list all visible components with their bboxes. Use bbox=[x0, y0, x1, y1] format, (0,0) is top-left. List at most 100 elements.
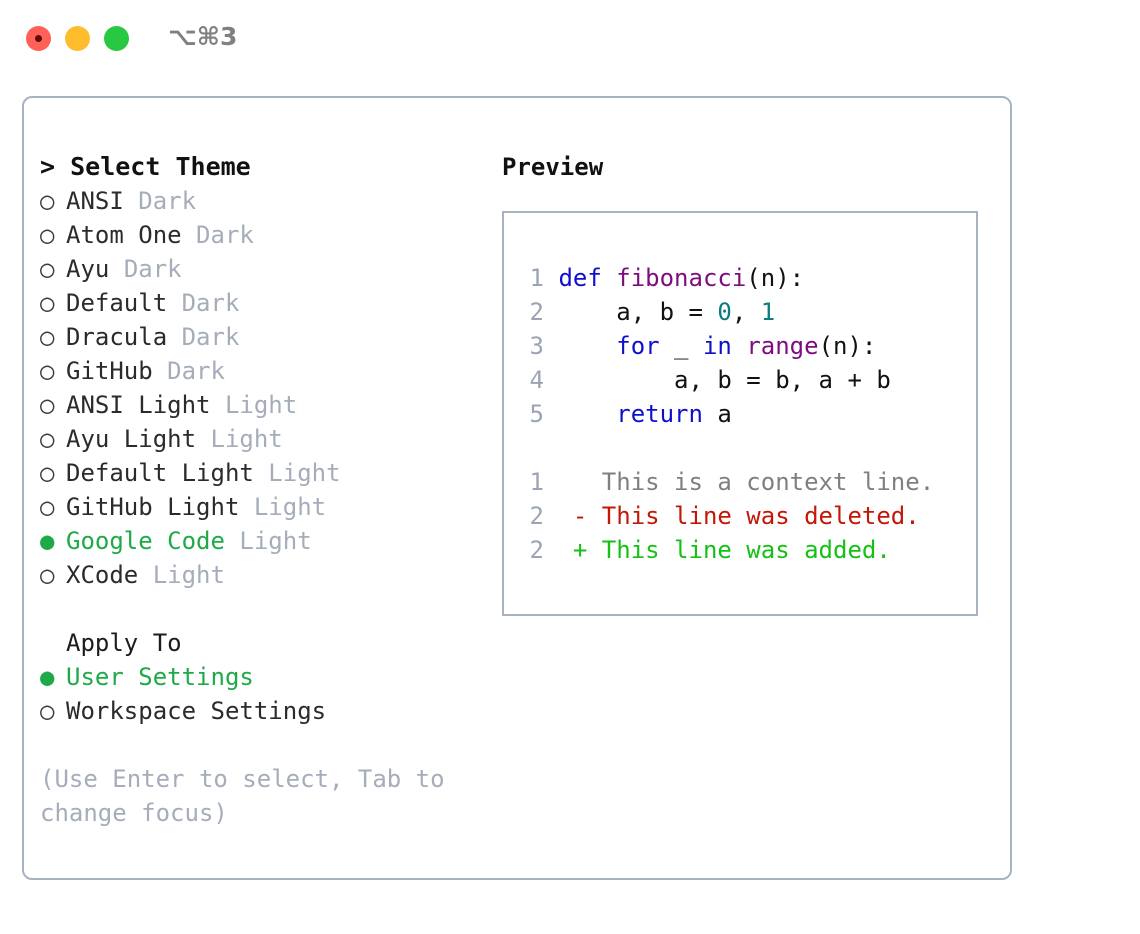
diff-line-ctx: 1 This is a context line. bbox=[504, 465, 976, 499]
code-token-fn: fibonacci bbox=[616, 264, 747, 292]
keyboard-hint-text: (Use Enter to select, Tab to change focu… bbox=[40, 765, 460, 827]
apply-to-option-user-settings[interactable]: ● User Settings bbox=[40, 660, 480, 694]
diff-text: This is a context line. bbox=[587, 468, 935, 496]
radio-unselected-icon[interactable]: ○ bbox=[40, 561, 55, 589]
theme-option-ayu[interactable]: ○Ayu Dark bbox=[40, 252, 480, 286]
theme-option-default[interactable]: ○ Default Dark bbox=[40, 286, 480, 320]
code-token-plain bbox=[558, 400, 616, 428]
theme-option-kind: Dark bbox=[167, 357, 225, 385]
theme-option-xcode[interactable]: ○XCode Light bbox=[40, 558, 480, 592]
theme-option-label: GitHub Light bbox=[66, 493, 240, 521]
theme-option-label: Dracula bbox=[66, 323, 168, 351]
theme-option-label: ANSI bbox=[66, 187, 124, 215]
diff-sign: + bbox=[572, 536, 588, 564]
code-token-fn: range bbox=[746, 332, 819, 360]
theme-option-label: Ayu bbox=[66, 255, 110, 283]
code-line-number: 4 bbox=[529, 366, 544, 394]
code-line-number: 1 bbox=[529, 264, 544, 292]
code-line: 2 a, b = 0, 1 bbox=[504, 295, 976, 329]
code-token-kw: return bbox=[616, 400, 703, 428]
code-line-number: 3 bbox=[529, 332, 544, 360]
theme-option-github-light[interactable]: ○ GitHub Light Light bbox=[40, 490, 480, 524]
window-controls bbox=[26, 26, 129, 51]
theme-option-label: Atom One bbox=[66, 221, 182, 249]
code-token-num: 1 bbox=[760, 298, 776, 326]
apply-to-heading: Apply To bbox=[66, 629, 182, 657]
code-token-kw: def bbox=[558, 264, 617, 292]
window-title-shortcut: ⌥⌘3 bbox=[168, 22, 238, 51]
radio-unselected-icon[interactable]: ○ bbox=[40, 357, 55, 385]
apply-to-option-workspace-settings[interactable]: ○ Workspace Settings bbox=[40, 694, 480, 728]
theme-option-github[interactable]: ○ GitHub Dark bbox=[40, 354, 480, 388]
code-token-plain: _ bbox=[659, 332, 703, 360]
code-token-plain: (n): bbox=[746, 264, 805, 292]
preview-heading: Preview bbox=[502, 153, 604, 181]
theme-option-kind: Dark bbox=[181, 323, 240, 351]
theme-picker-column: > Select Theme ○ANSI Dark○Atom One Dark○… bbox=[40, 150, 480, 830]
maximize-button[interactable] bbox=[104, 26, 129, 51]
minimize-button[interactable] bbox=[65, 26, 90, 51]
theme-option-kind: Light bbox=[152, 561, 225, 589]
diff-line-add: 2 + This line was added. bbox=[504, 533, 976, 567]
code-token-plain: a, b = bbox=[558, 298, 718, 326]
theme-option-label: GitHub bbox=[66, 357, 153, 385]
diff-line-del: 2 - This line was deleted. bbox=[504, 499, 976, 533]
code-token-plain: a bbox=[702, 400, 732, 428]
radio-unselected-icon[interactable]: ○ bbox=[40, 187, 55, 215]
theme-option-atom-one[interactable]: ○Atom One Dark bbox=[40, 218, 480, 252]
code-token-plain bbox=[558, 332, 616, 360]
radio-unselected-icon[interactable]: ○ bbox=[40, 391, 55, 419]
theme-option-kind: Light bbox=[210, 425, 283, 453]
theme-option-kind: Dark bbox=[138, 187, 197, 215]
diff-text: This line was added. bbox=[587, 536, 891, 564]
close-button[interactable] bbox=[26, 26, 51, 51]
code-line-number: 5 bbox=[529, 400, 544, 428]
theme-option-ansi-light[interactable]: ○ANSI Light Light bbox=[40, 388, 480, 422]
apply-to-section: Apply To ● User Settings ○ Workspace Settin… bbox=[40, 626, 480, 728]
theme-option-label: Google Code bbox=[66, 527, 225, 555]
code-diff-spacer bbox=[504, 431, 976, 465]
theme-option-kind: Light bbox=[253, 493, 327, 521]
radio-selected-icon[interactable]: ● bbox=[40, 663, 55, 691]
code-line: 5 return a bbox=[504, 397, 976, 431]
radio-unselected-icon[interactable]: ○ bbox=[40, 221, 55, 249]
theme-option-ayu-light[interactable]: ○ Ayu Light Light bbox=[40, 422, 480, 456]
code-token-plain: (n): bbox=[818, 332, 877, 360]
radio-selected-icon[interactable]: ● bbox=[40, 527, 55, 555]
code-line: 3 for _ in range(n): bbox=[504, 329, 976, 363]
apply-to-option-label: User Settings bbox=[66, 663, 254, 691]
theme-option-dracula[interactable]: ○ Dracula Dark bbox=[40, 320, 480, 354]
diff-sign: - bbox=[572, 502, 588, 530]
theme-option-kind: Dark bbox=[181, 289, 240, 317]
diff-sample: 1 This is a context line.2 - This line w… bbox=[504, 465, 976, 567]
diff-line-number: 1 bbox=[529, 468, 544, 496]
theme-option-default-light[interactable]: ○Default Light Light bbox=[40, 456, 480, 490]
theme-option-kind: Light bbox=[239, 527, 312, 555]
select-theme-heading: > Select Theme bbox=[40, 152, 251, 181]
code-token-num: 0 bbox=[717, 298, 732, 326]
code-line: 1 def fibonacci(n): bbox=[504, 261, 976, 295]
code-token-plain: , bbox=[731, 298, 761, 326]
code-line-number: 2 bbox=[529, 298, 544, 326]
radio-unselected-icon[interactable]: ○ bbox=[40, 425, 55, 453]
main-panel: > Select Theme ○ANSI Dark○Atom One Dark○… bbox=[22, 96, 1012, 880]
preview-column: Preview 1 def fibonacci(n):2 a, b = 0, 1… bbox=[502, 150, 992, 616]
apply-to-option-label: Workspace Settings bbox=[66, 697, 327, 725]
code-token-plain bbox=[732, 332, 746, 360]
radio-unselected-icon[interactable]: ○ bbox=[40, 697, 55, 725]
theme-option-label: Default bbox=[66, 289, 168, 317]
diff-line-number: 2 bbox=[529, 536, 544, 564]
radio-unselected-icon[interactable]: ○ bbox=[40, 255, 55, 283]
theme-option-label: ANSI Light bbox=[66, 391, 211, 419]
theme-option-google-code[interactable]: ● Google Code Light bbox=[40, 524, 480, 558]
radio-unselected-icon[interactable]: ○ bbox=[40, 289, 55, 317]
radio-unselected-icon[interactable]: ○ bbox=[40, 323, 55, 351]
radio-unselected-icon[interactable]: ○ bbox=[40, 459, 55, 487]
title-bar: ⌥⌘3 bbox=[0, 0, 1140, 78]
theme-option-ansi[interactable]: ○ ANSI Dark bbox=[40, 184, 480, 218]
radio-unselected-icon[interactable]: ○ bbox=[40, 493, 55, 521]
theme-option-label: Ayu Light bbox=[66, 425, 197, 453]
apply-to-list: ● User Settings ○ Workspace Settings bbox=[40, 660, 480, 728]
